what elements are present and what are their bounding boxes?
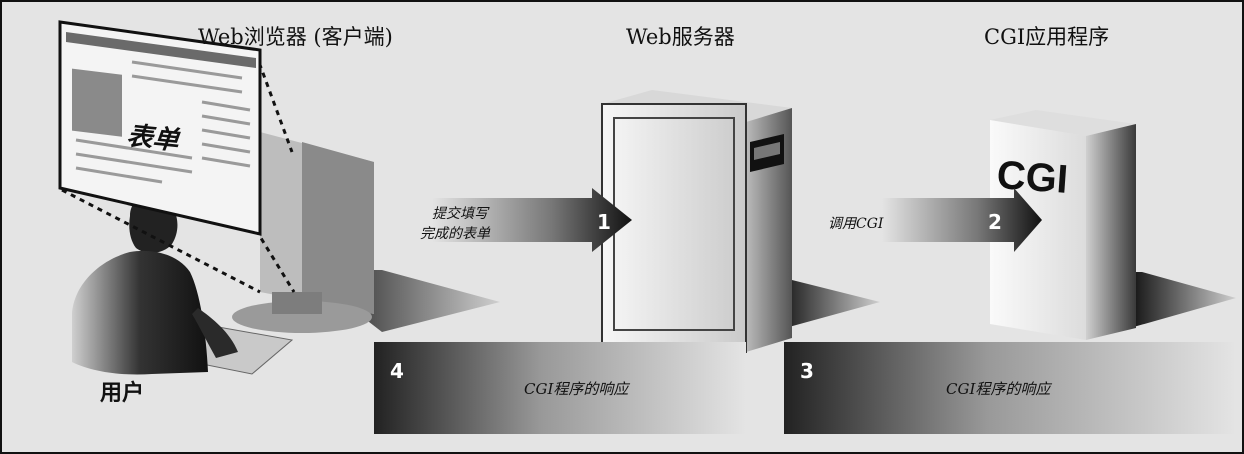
form-label: 表单 [125,121,182,156]
user-workstation-illustration: 表单 [58,20,500,375]
zoom-projection-lines [61,53,296,294]
step-4-number: 4 [390,359,404,383]
step-1-label-line1: 提交填写 [432,206,490,222]
web-server-illustration [601,90,880,353]
server-front [601,103,747,353]
browser-title: Web浏览器 (客户端) [198,25,393,49]
arrow-response-to-browser: 4 CGI程序的响应 [374,342,746,434]
cgi-application-illustration: CGI [990,110,1236,340]
cgi-title: CGI应用程序 [984,25,1109,49]
cgi-front [990,120,1086,340]
cgi-shadow [1130,272,1236,328]
arrow-response-to-server: 3 CGI程序的响应 [784,342,1236,434]
user-label: 用户 [100,380,144,406]
step-2-number: 2 [988,210,1002,234]
cgi-top [990,110,1136,136]
server-shadow [778,280,880,330]
arrow-invoke-cgi: 2 [882,188,1042,252]
step-4-label: CGI程序的响应 [524,380,630,398]
user-figure [72,194,238,375]
step-1-number: 1 [597,210,611,234]
step-2-label: 调用CGI [828,216,884,232]
arrow-submit-form: 1 [432,188,632,252]
cgi-box-label: CGI [995,153,1069,202]
step-3-number: 3 [800,359,814,383]
step-1-label-line2: 完成的表单 [420,226,491,242]
browser-screen-zoom: 表单 [58,20,262,236]
server-title: Web服务器 [626,25,735,49]
cgi-side [1086,124,1136,340]
step-3-label: CGI程序的响应 [946,380,1052,398]
